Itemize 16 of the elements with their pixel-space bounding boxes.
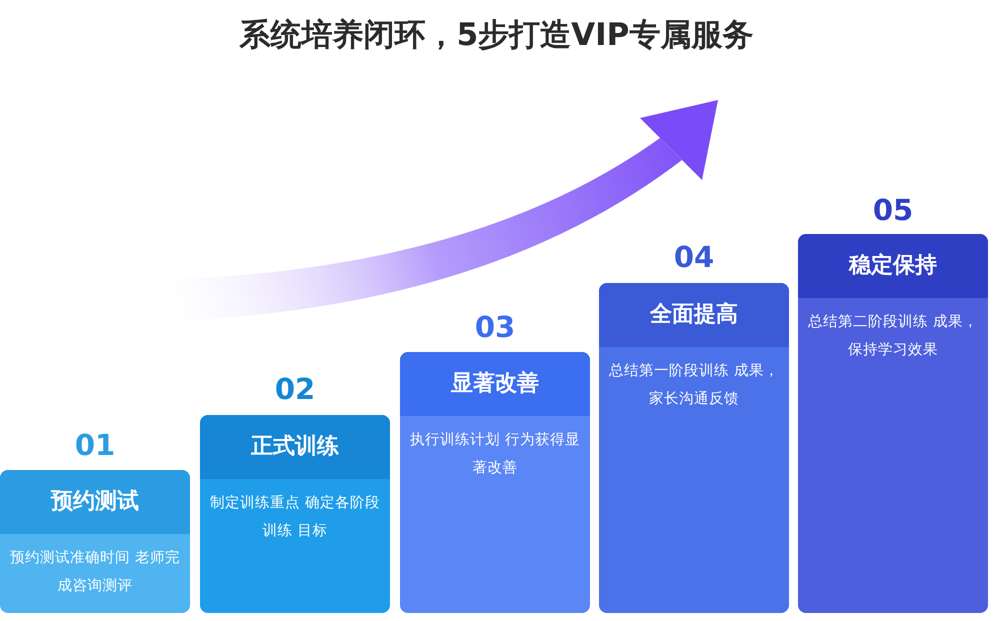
- step-number: 03: [474, 310, 516, 344]
- step-description: 总结第一阶段训练 成果，家长沟通反馈: [608, 362, 780, 409]
- step-description: 执行训练计划 行为获得显著改善: [409, 431, 581, 478]
- step-title: 预约测试: [0, 470, 190, 534]
- step-number: 04: [672, 240, 716, 274]
- step-description: 总结第二阶段训练 成果，保持学习效果: [807, 313, 979, 360]
- step-title: 正式训练: [200, 415, 390, 479]
- step-title: 显著改善: [400, 352, 590, 416]
- step-description: 制定训练重点 确定各阶段训练 目标: [209, 494, 381, 541]
- step-number: 02: [274, 372, 316, 406]
- step-number: 01: [74, 428, 116, 462]
- title: 系统培养闭环，5步打造VIP专属服务: [238, 16, 754, 55]
- step-title: 稳定保持: [798, 234, 988, 298]
- step-title: 全面提高: [599, 283, 789, 347]
- step-number: 05: [872, 193, 914, 227]
- step-description: 预约测试准确时间 老师完成咨询测评: [9, 548, 181, 596]
